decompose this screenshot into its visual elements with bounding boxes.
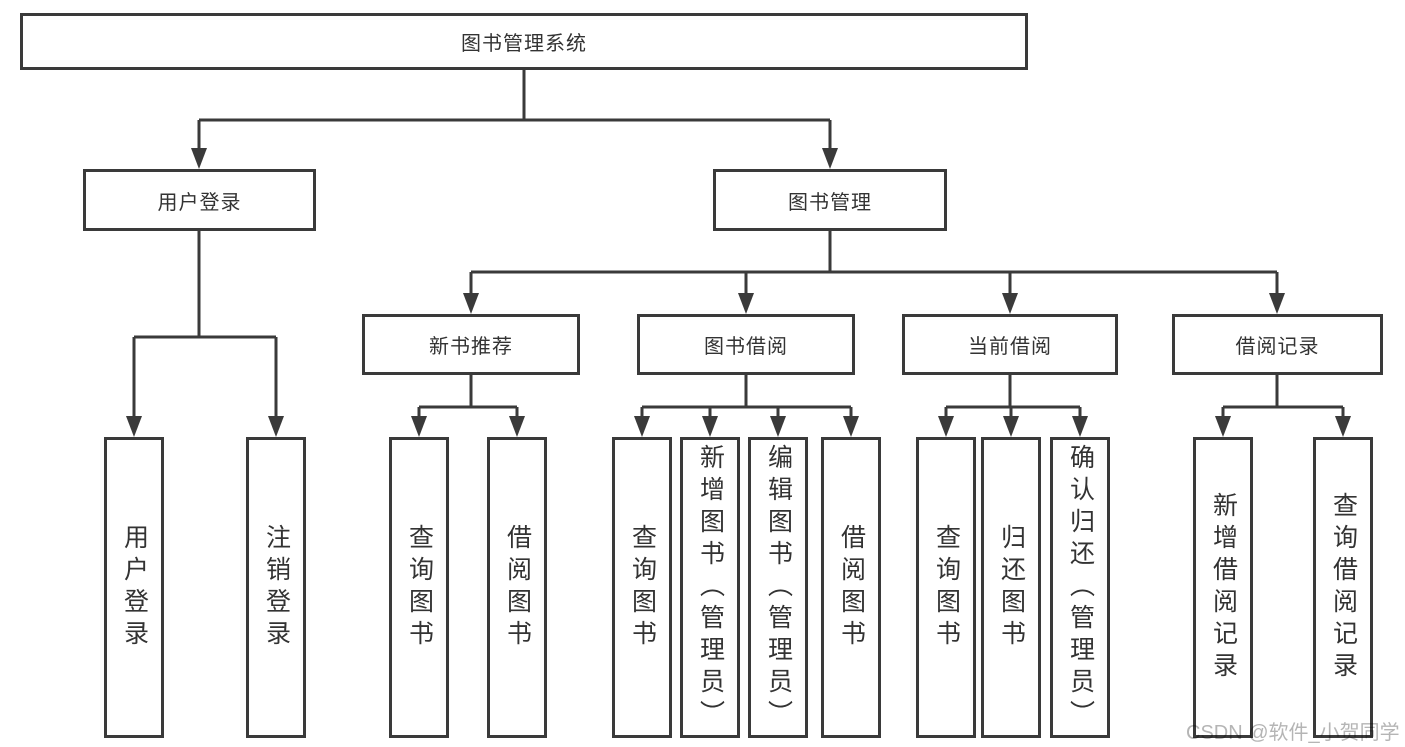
arrowhead <box>509 416 525 437</box>
leaf-logout: 注销登录 <box>246 437 306 738</box>
node-borrowing-records: 借阅记录 <box>1172 314 1383 375</box>
leaf-return-books: 归还图书 <box>981 437 1041 738</box>
arrowhead <box>126 416 142 437</box>
arrowhead <box>268 416 284 437</box>
leaf-query-books-borrow: 查询图书 <box>612 437 672 738</box>
arrowhead <box>411 416 427 437</box>
arrowhead <box>1002 293 1018 314</box>
connector-new-books-children <box>411 375 525 437</box>
arrowhead <box>738 293 754 314</box>
node-book-borrowing: 图书借阅 <box>637 314 855 375</box>
arrowhead <box>191 148 207 169</box>
connector-current-borrow-children <box>938 375 1088 437</box>
node-user-login: 用户登录 <box>83 169 316 231</box>
arrowhead <box>1215 416 1231 437</box>
node-current-borrowing: 当前借阅 <box>902 314 1118 375</box>
node-new-book-recommend: 新书推荐 <box>362 314 580 375</box>
arrowhead <box>463 293 479 314</box>
node-library-system: 图书管理系统 <box>20 13 1028 70</box>
leaf-add-borrow-record: 新增借阅记录 <box>1193 437 1253 738</box>
connector-borrow-records-children <box>1215 375 1351 437</box>
node-book-management: 图书管理 <box>713 169 947 231</box>
connector-book-borrow-children <box>634 375 859 437</box>
leaf-borrow-books-recommend: 借阅图书 <box>487 437 547 738</box>
leaf-query-borrow-record: 查询借阅记录 <box>1313 437 1373 738</box>
arrowhead <box>1335 416 1351 437</box>
arrowhead <box>822 148 838 169</box>
leaf-confirm-return-admin: 确认归还（管理员） <box>1050 437 1110 738</box>
leaf-edit-books-admin: 编辑图书（管理员） <box>748 437 808 738</box>
leaf-query-books-current: 查询图书 <box>916 437 976 738</box>
arrowhead <box>938 416 954 437</box>
leaf-borrow-books: 借阅图书 <box>821 437 881 738</box>
leaf-user-login: 用户登录 <box>104 437 164 738</box>
arrowhead <box>843 416 859 437</box>
arrowhead <box>1269 293 1285 314</box>
connector-root-to-level2 <box>191 70 838 169</box>
arrowhead <box>1072 416 1088 437</box>
arrowhead <box>702 416 718 437</box>
connector-user-login-children <box>126 231 284 437</box>
leaf-query-books-recommend: 查询图书 <box>389 437 449 738</box>
csdn-watermark: CSDN @软件_小贺同学 <box>1186 722 1400 744</box>
arrowhead <box>1003 416 1019 437</box>
arrowhead <box>634 416 650 437</box>
arrowhead <box>770 416 786 437</box>
connector-book-mgmt-to-level3 <box>463 231 1285 314</box>
leaf-add-books-admin: 新增图书（管理员） <box>680 437 740 738</box>
